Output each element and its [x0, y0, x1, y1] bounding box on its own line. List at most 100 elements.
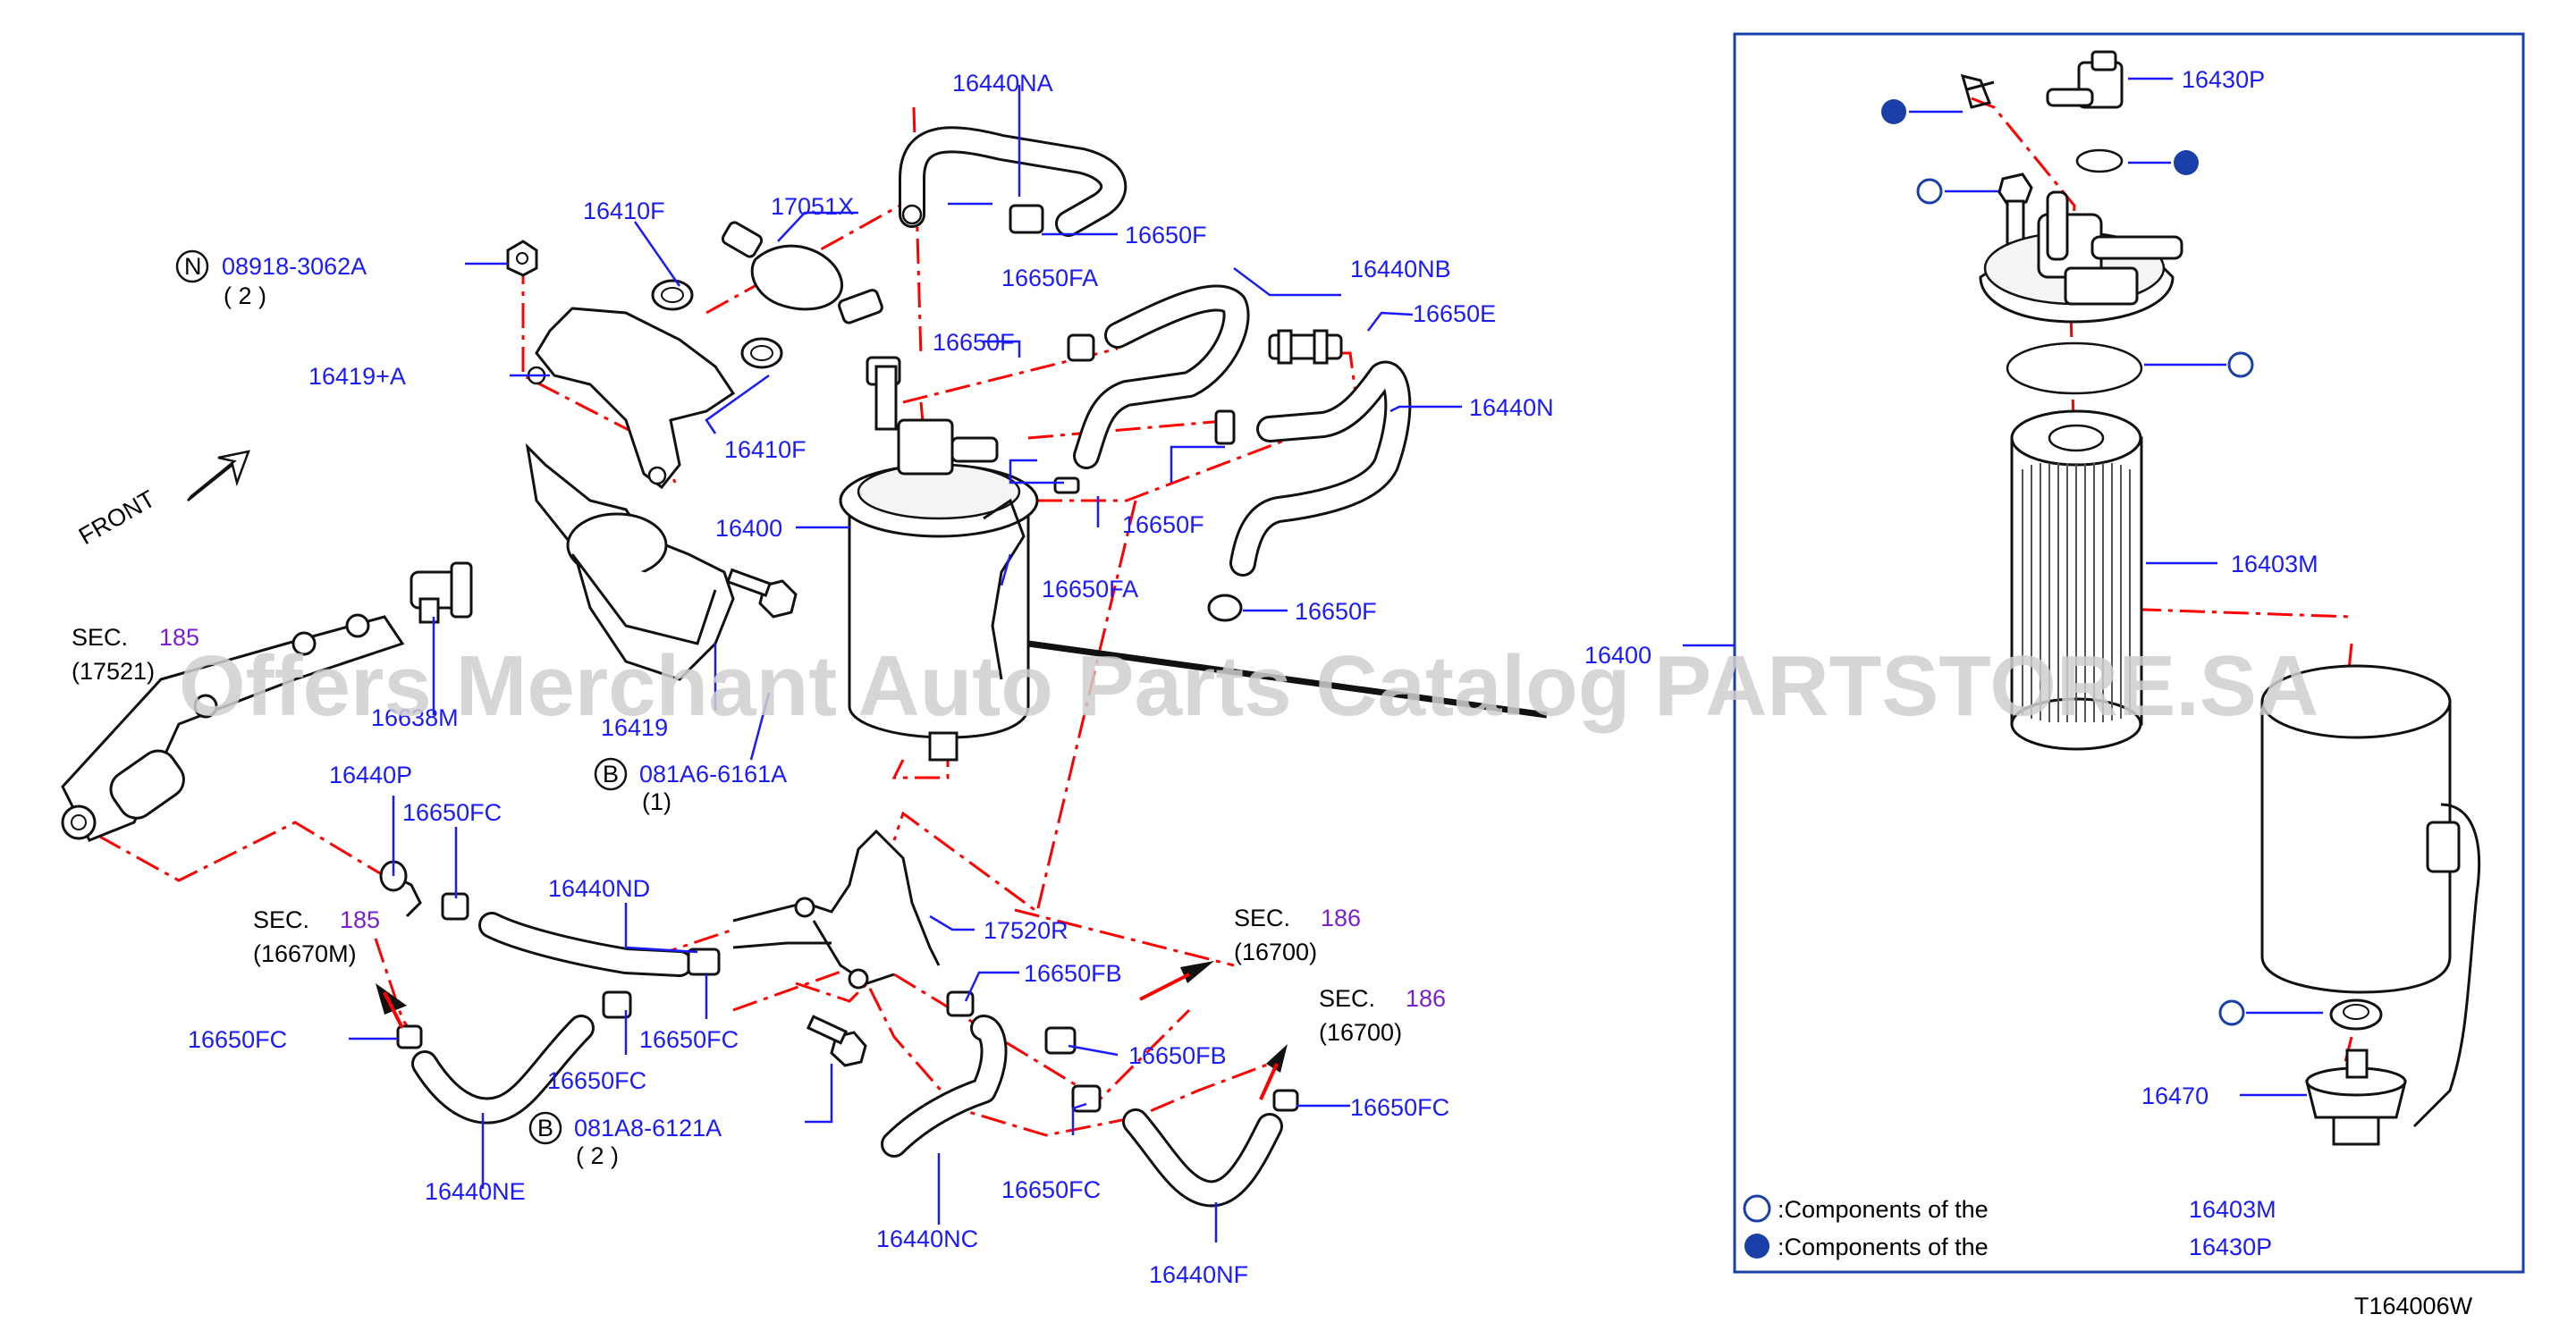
label-16650fc-c[interactable]: 16650FC [639, 1026, 739, 1053]
label-16410f-a[interactable]: 16410F [583, 198, 665, 224]
filter-housing[interactable] [2260, 664, 2481, 1128]
label-16419[interactable]: 16419 [601, 714, 668, 741]
sensor-16638m[interactable] [410, 561, 473, 624]
drain-plug-open[interactable] [2329, 998, 2383, 1031]
filter-head[interactable] [1979, 190, 2183, 324]
label-16650fc-b[interactable]: 16650FC [188, 1026, 287, 1053]
label-16650fc-f[interactable]: 16650FC [1001, 1176, 1101, 1203]
gasket-open[interactable] [2006, 341, 2143, 395]
hose-16440n[interactable] [1229, 360, 1412, 577]
marker-filled-1 [1881, 99, 1906, 124]
watermark: Offers Merchant Auto Parts Catalog PARTS… [179, 638, 2318, 734]
label-16419a[interactable]: 16419+A [308, 363, 406, 390]
clip-16650f-a[interactable] [1009, 204, 1044, 234]
label-16638m[interactable]: 16638M [371, 704, 459, 731]
sec-number: 186 [1321, 905, 1361, 931]
label-16440nc[interactable]: 16440NC [876, 1226, 978, 1252]
label-16650fa-b[interactable]: 16650FA [1042, 576, 1138, 602]
label-16650f-c[interactable]: 16650F [1122, 511, 1204, 538]
label-16440ne[interactable]: 16440NE [425, 1178, 526, 1205]
clip-16650f-d[interactable] [1207, 594, 1243, 622]
label-16430p[interactable]: 16430P [2182, 66, 2265, 93]
nut-08918[interactable] [506, 240, 538, 277]
arrow-sec186-b [1259, 1044, 1288, 1100]
legend-open-part[interactable]: 16403M [2189, 1196, 2276, 1223]
label-16440n[interactable]: 16440N [1469, 394, 1554, 421]
label-081a8-6121a[interactable]: 081A8-6121A [574, 1115, 722, 1141]
label-16650e[interactable]: 16650E [1413, 300, 1496, 327]
arrow-sec186-a [1139, 961, 1214, 1001]
oring-filled[interactable] [2075, 148, 2124, 173]
clip-16650f-c[interactable] [1214, 409, 1236, 445]
label-16400-box[interactable]: 16400 [1584, 642, 1651, 669]
section-ref-186-a[interactable]: SEC. 186 (16700) [1234, 905, 1361, 965]
clamp-16410f-b[interactable] [740, 337, 783, 369]
fuel-filter-16400[interactable] [839, 365, 1039, 762]
section-ref-185-16670m[interactable]: SEC. 185 (16670M) [253, 906, 380, 967]
label-16650fc-e[interactable]: 16650FC [1350, 1094, 1449, 1121]
label-16410f-b[interactable]: 16410F [724, 436, 807, 463]
label-16440nf[interactable]: 16440NF [1149, 1261, 1248, 1288]
label-16650fc-a[interactable]: 16650FC [402, 799, 502, 826]
label-16650fc-d[interactable]: 16650FC [547, 1067, 646, 1094]
hose-16440nc[interactable] [881, 1015, 1008, 1158]
section-ref-186-b[interactable]: SEC. 186 (16700) [1319, 985, 1446, 1046]
label-16440nd[interactable]: 16440ND [548, 875, 650, 902]
label-16403m[interactable]: 16403M [2231, 551, 2318, 577]
legend-filled-part[interactable]: 16430P [2189, 1234, 2272, 1260]
clip-16650fc-c[interactable] [602, 990, 632, 1019]
label-16650f-d[interactable]: 16650F [1295, 598, 1377, 625]
sec-ref: (16700) [1234, 939, 1317, 965]
label-16650fb-b[interactable]: 16650FB [1128, 1042, 1227, 1069]
label-16440p[interactable]: 16440P [329, 762, 412, 788]
sensor-16470[interactable] [2305, 1049, 2407, 1146]
label-16470[interactable]: 16470 [2141, 1082, 2209, 1109]
marker-b-2: B [537, 1115, 553, 1141]
label-16440na[interactable]: 16440NA [952, 70, 1053, 97]
sec-number: 185 [340, 906, 380, 933]
label-16440nb[interactable]: 16440NB [1350, 256, 1451, 282]
clip-16650fb-b[interactable] [1044, 1026, 1077, 1055]
hose-16440nd[interactable] [478, 912, 693, 977]
label-16650fb-a[interactable]: 16650FB [1024, 960, 1122, 987]
label-16650fa-a[interactable]: 16650FA [1001, 265, 1098, 291]
clip-16650fc-d[interactable] [396, 1024, 423, 1049]
clamp-16410f-a[interactable] [651, 279, 694, 311]
marker-b-1: B [603, 761, 619, 788]
valve-16430p[interactable] [2046, 50, 2124, 109]
label-16650f-a[interactable]: 16650F [1125, 222, 1207, 249]
left-labels: 16440NA 17051X 16410F 16650F 16650FA 164… [188, 70, 1554, 1288]
pipe-assembly-17520r[interactable] [732, 829, 941, 990]
section-ref-185-17521[interactable]: SEC. 185 (17521) [72, 624, 199, 685]
clip-filled[interactable] [1960, 73, 1995, 109]
hose-16440p[interactable] [379, 860, 422, 918]
bracket-16419[interactable] [525, 442, 735, 681]
fuel-rail-17521 [61, 613, 405, 842]
bolt-081a6[interactable] [726, 568, 798, 619]
clip-16650fc-b[interactable] [687, 948, 721, 976]
clip-16650fa-b[interactable] [1053, 476, 1080, 494]
bolt-081a8[interactable] [806, 1015, 867, 1067]
hose-16440na[interactable] [899, 126, 1128, 237]
label-16400[interactable]: 16400 [715, 515, 782, 542]
legend-filled-marker [1744, 1234, 1769, 1259]
label-17520r[interactable]: 17520R [984, 917, 1068, 944]
clip-16650fc-f[interactable] [1272, 1089, 1299, 1112]
label-081a6-6161a[interactable]: 081A6-6161A [639, 761, 787, 788]
label-08918-3062a[interactable]: 08918-3062A [222, 253, 367, 280]
bracket-16419a[interactable] [527, 307, 736, 490]
clip-16650fc-e[interactable] [1071, 1084, 1102, 1113]
label-17051x[interactable]: 17051X [771, 193, 854, 220]
clip-16650fa-a[interactable] [1067, 333, 1095, 362]
hose-16440nf[interactable] [1122, 1108, 1283, 1208]
marker-n: N [184, 253, 202, 280]
bolt-open[interactable] [1997, 173, 2033, 248]
sec-ref: (16700) [1319, 1019, 1402, 1046]
hose-16440nb[interactable] [1073, 284, 1250, 469]
element-16403m[interactable] [2010, 409, 2143, 751]
label-16650f-b[interactable]: 16650F [933, 329, 1015, 356]
connector-16650e[interactable] [1268, 329, 1343, 365]
hose-16440ne[interactable] [411, 1015, 595, 1125]
damper-17051x[interactable] [721, 221, 883, 324]
legend-open-text: :Components of the [1778, 1196, 1989, 1223]
